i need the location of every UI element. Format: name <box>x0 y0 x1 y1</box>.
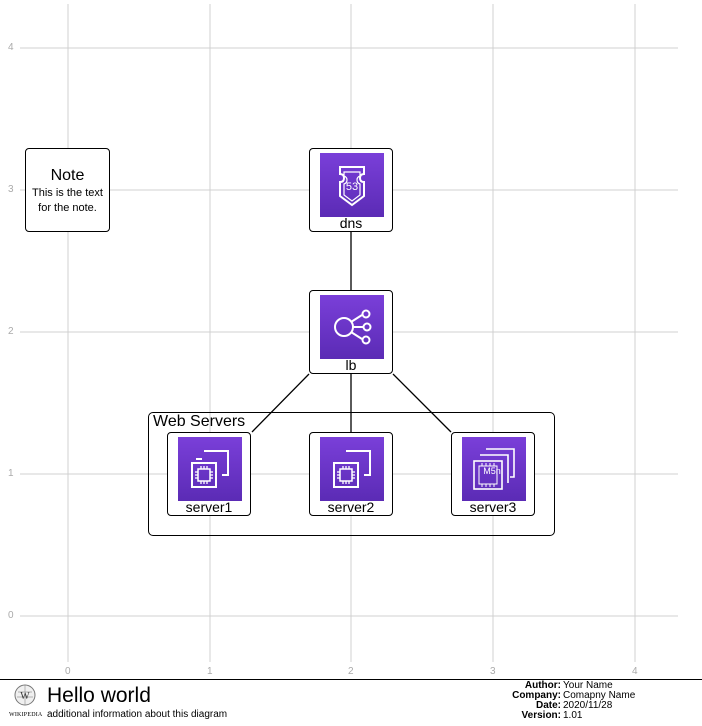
meta-date-key: Date: <box>535 700 561 711</box>
x-tick-3: 3 <box>490 666 496 677</box>
ec2-m5n-instance-icon: M5n <box>462 437 526 501</box>
meta-author-key: Author: <box>524 680 561 691</box>
node-server3[interactable]: M5n server3 <box>451 432 535 516</box>
y-tick-2: 2 <box>8 326 14 337</box>
diagram-canvas <box>20 4 678 662</box>
node-server2[interactable]: server2 <box>309 432 393 516</box>
group-label: Web Servers <box>153 413 246 430</box>
meta-company-key: Company: <box>512 690 561 701</box>
node-server3-label: server3 <box>469 499 517 515</box>
diagram-title: Hello world <box>47 684 151 707</box>
diagram-subtitle: additional information about this diagra… <box>47 709 228 720</box>
wikipedia-logo: W Wikipedia <box>9 683 43 723</box>
svg-text:W: W <box>20 691 30 702</box>
meta-author: Author: Your Name <box>525 680 613 692</box>
meta-company: Company: Comapny Name <box>512 690 636 702</box>
load-balancer-icon <box>320 295 384 359</box>
diagram-footer: W Wikipedia Hello world additional infor… <box>0 679 702 726</box>
node-dns[interactable]: 53 dns <box>309 148 393 232</box>
node-lb[interactable]: lb <box>309 290 393 374</box>
meta-date: Date: 2020/11/28 <box>536 700 613 712</box>
note-title: Note <box>50 167 85 184</box>
note-text-line1: This is the text <box>32 187 103 199</box>
route53-badge: 53 <box>346 181 358 193</box>
web-servers-group[interactable]: Web Servers <box>148 412 555 536</box>
node-server2-label: server2 <box>327 499 375 515</box>
meta-version: Version: 1.01 <box>522 710 583 722</box>
y-tick-1: 1 <box>8 468 14 479</box>
y-tick-4: 4 <box>8 42 14 53</box>
meta-version-key: Version: <box>521 710 561 721</box>
x-tick-1: 1 <box>207 666 213 677</box>
edge-lb-server1 <box>251 373 310 433</box>
route53-icon: 53 <box>320 153 384 217</box>
note-box[interactable]: Note This is the text for the note. <box>25 148 110 232</box>
ec2-instance-icon <box>178 437 242 501</box>
y-tick-0: 0 <box>8 610 14 621</box>
node-server1-label: server1 <box>185 499 233 515</box>
x-tick-4: 4 <box>632 666 638 677</box>
edge-lb-server3 <box>392 373 452 433</box>
node-server1[interactable]: server1 <box>167 432 251 516</box>
meta-version-value: 1.01 <box>563 710 583 721</box>
wikipedia-logo-text: Wikipedia <box>9 712 43 718</box>
node-dns-label: dns <box>339 215 363 231</box>
x-tick-0: 0 <box>65 666 71 677</box>
ec2-instance-icon <box>320 437 384 501</box>
node-lb-label: lb <box>345 357 357 373</box>
note-text-line2: for the note. <box>38 202 97 214</box>
meta-company-value: Comapny Name <box>563 690 636 701</box>
meta-author-value: Your Name <box>563 680 613 691</box>
globe-icon: W <box>14 684 36 706</box>
m5n-badge: M5n <box>483 466 501 476</box>
meta-date-value: 2020/11/28 <box>563 700 613 711</box>
connectors <box>251 232 452 433</box>
y-tick-3: 3 <box>8 184 14 195</box>
x-tick-2: 2 <box>348 666 354 677</box>
